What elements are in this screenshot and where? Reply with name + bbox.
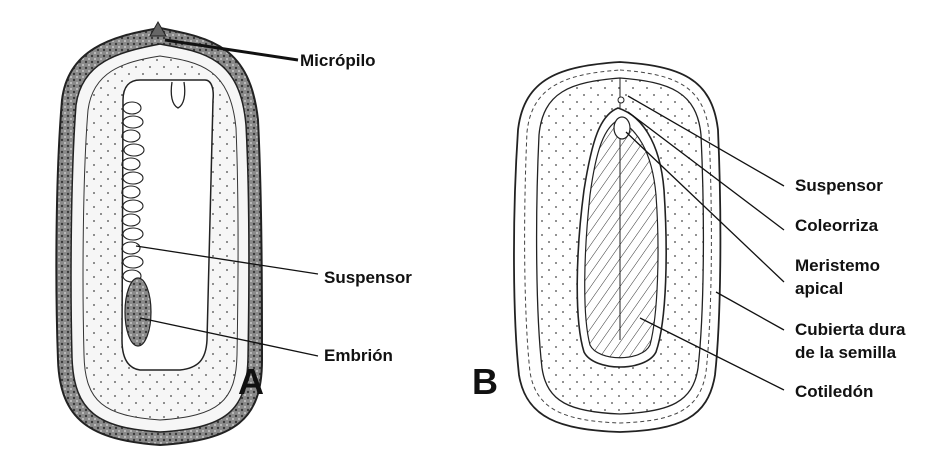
label-micropyle: Micrópilo [300, 51, 376, 71]
label-apical-meristem-line2: apical [795, 279, 843, 299]
label-suspensor-a: Suspensor [324, 268, 412, 288]
panel-letter-a: A [238, 364, 264, 400]
label-hard-seed-coat-line1: Cubierta dura [795, 320, 906, 340]
seed-a [56, 22, 262, 445]
panel-letter-b: B [472, 364, 498, 400]
label-hard-seed-coat-line2: de la semilla [795, 343, 896, 363]
seed-b [514, 62, 720, 432]
label-apical-meristem-line1: Meristemo [795, 256, 880, 276]
label-embryo: Embrión [324, 346, 393, 366]
leader-hard-seed-coat [716, 292, 784, 330]
seed-a-embryo [125, 278, 151, 346]
seed-b-meristem [614, 117, 630, 139]
label-suspensor-b: Suspensor [795, 176, 883, 196]
label-coleorhiza: Coleorriza [795, 216, 878, 236]
label-cotyledon: Cotiledón [795, 382, 873, 402]
seed-b-suspensor [618, 97, 624, 103]
